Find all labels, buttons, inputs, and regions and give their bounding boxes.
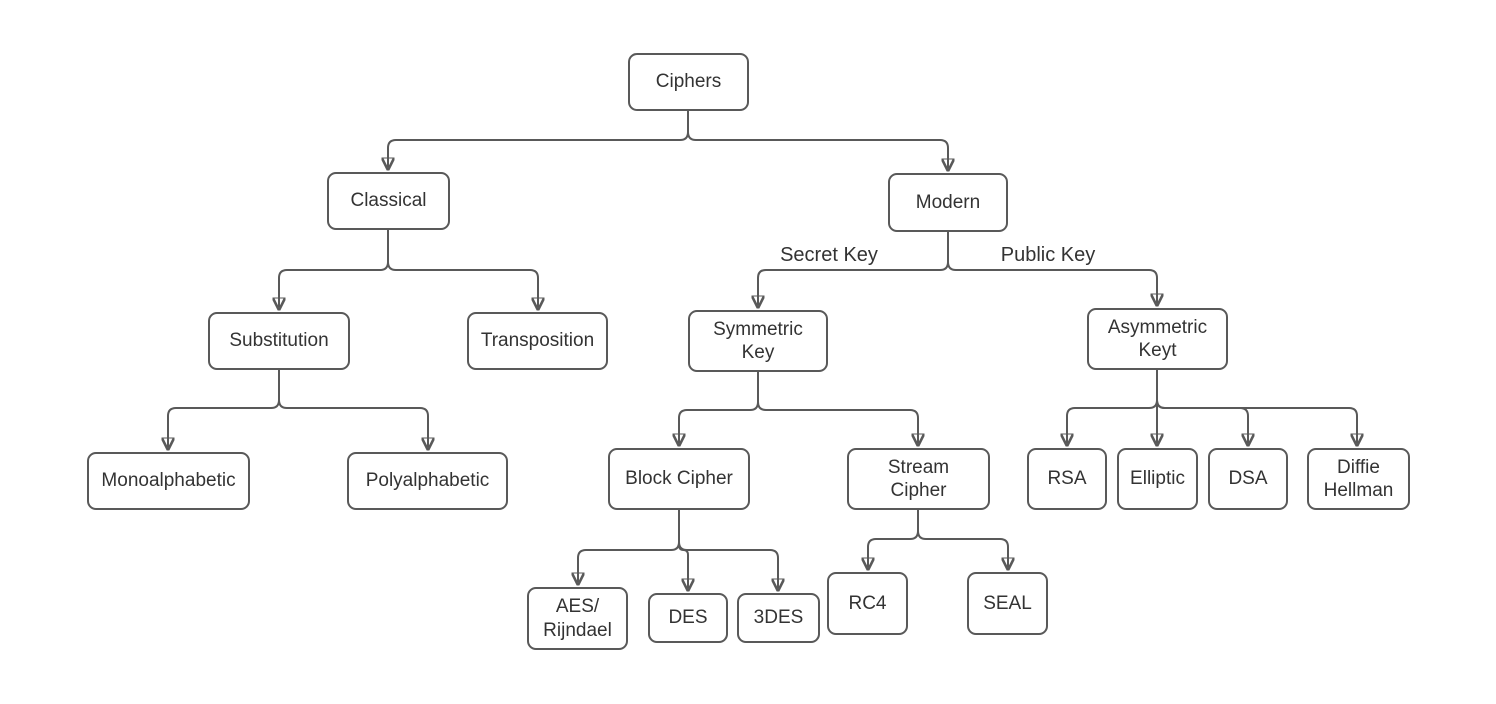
edge-block-3des (678, 510, 778, 588)
edge-stream-seal (917, 510, 1008, 567)
edge-modern-asymmetric-key (947, 232, 1157, 303)
node-elliptic: Elliptic (1117, 448, 1198, 510)
node-asymmetric-key: Asymmetric Keyt (1087, 308, 1228, 370)
edge-label-secret-key: Secret Key (759, 244, 899, 266)
edge-asymmetric-dsa (1156, 370, 1248, 443)
node-dsa: DSA (1208, 448, 1288, 510)
node-rsa: RSA (1027, 448, 1107, 510)
node-modern: Modern (888, 173, 1008, 232)
edge-asymmetric-diffie-hellman (1156, 370, 1357, 443)
edge-asymmetric-rsa (1067, 370, 1158, 443)
edge-symmetric-block-cipher (679, 372, 759, 443)
edge-stream-rc4 (868, 510, 919, 567)
edge-ciphers-classical (388, 111, 689, 167)
node-monoalphabetic: Monoalphabetic (87, 452, 250, 510)
edge-label-public-key: Public Key (978, 244, 1118, 266)
node-symmetric-key: Symmetric Key (688, 310, 828, 372)
node-diffie-hellman: Diffie Hellman (1307, 448, 1410, 510)
node-polyalphabetic: Polyalphabetic (347, 452, 508, 510)
edge-ciphers-modern (687, 111, 948, 168)
node-transposition: Transposition (467, 312, 608, 370)
node-classical: Classical (327, 172, 450, 230)
edge-symmetric-stream-cipher (757, 372, 918, 443)
node-substitution: Substitution (208, 312, 350, 370)
edge-classical-substitution (279, 230, 389, 307)
edge-block-aes-rijndael (578, 510, 680, 582)
node-aes-rijndael: AES/ Rijndael (527, 587, 628, 650)
edge-modern-symmetric-key (758, 232, 949, 305)
node-3des: 3DES (737, 593, 820, 643)
edge-substitution-polyalphabetic (278, 370, 428, 447)
node-stream-cipher: Stream Cipher (847, 448, 990, 510)
node-rc4: RC4 (827, 572, 908, 635)
node-block-cipher: Block Cipher (608, 448, 750, 510)
node-seal: SEAL (967, 572, 1048, 635)
node-ciphers: Ciphers (628, 53, 749, 111)
edge-substitution-monoalphabetic (168, 370, 280, 447)
edge-classical-transposition (387, 230, 538, 307)
node-des: DES (648, 593, 728, 643)
